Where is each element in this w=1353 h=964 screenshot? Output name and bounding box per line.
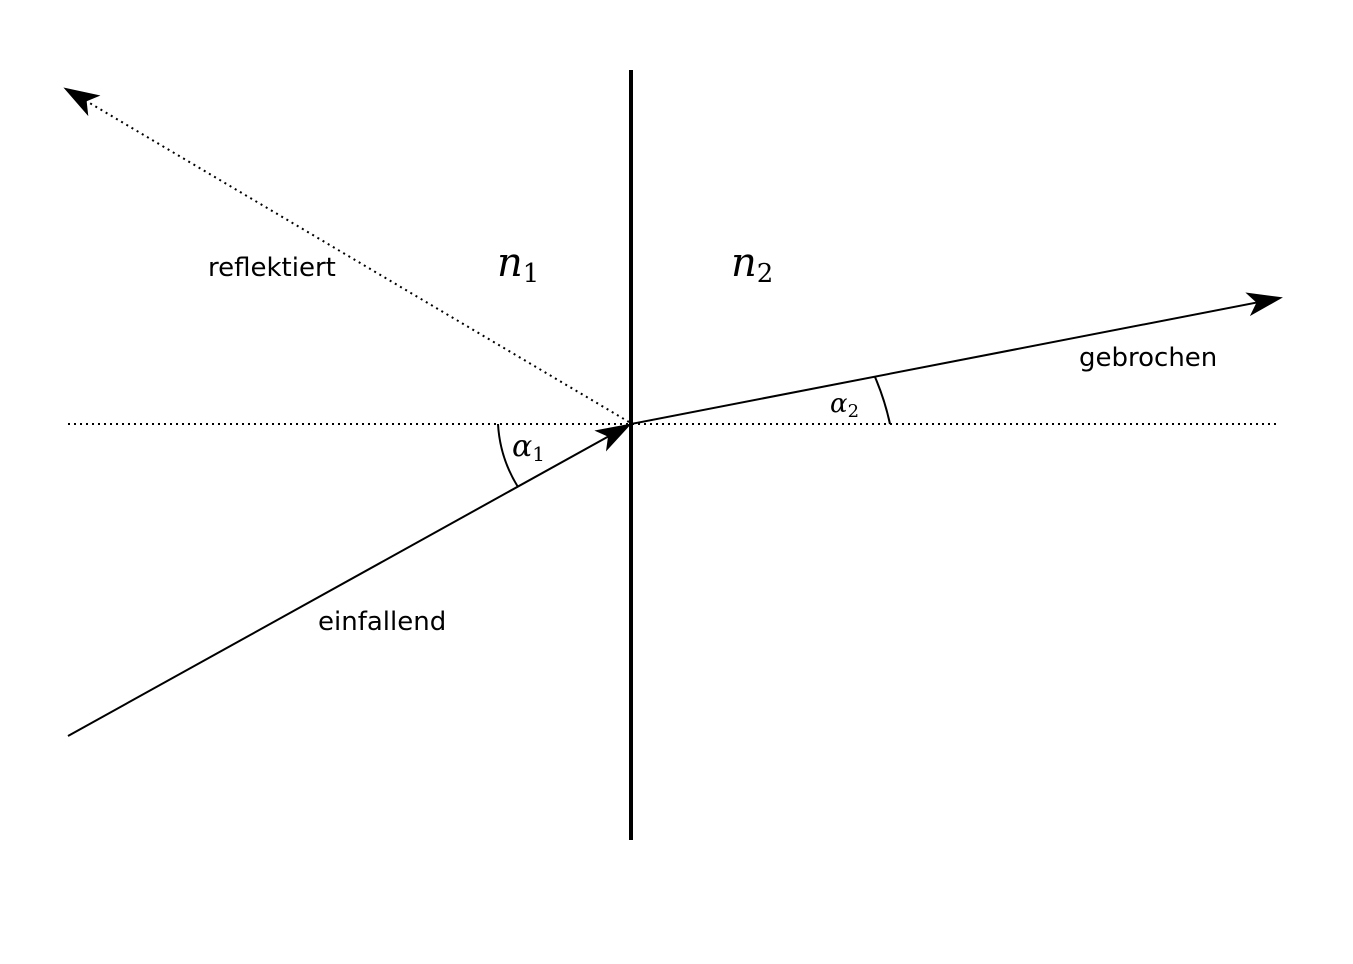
- refracted-angle-label: α2: [830, 389, 859, 422]
- medium-left-symbol: n: [497, 240, 523, 286]
- incident-angle-symbol: α: [512, 429, 532, 464]
- refracted-angle-arc: [874, 376, 891, 425]
- medium-right-subscript: 2: [757, 259, 774, 289]
- reflected-label: reflektiert: [208, 253, 336, 283]
- refracted-angle-symbol: α: [830, 389, 848, 419]
- refracted-ray: [630, 292, 1283, 425]
- medium-right-label: n2: [731, 240, 773, 289]
- medium-left-label: n1: [497, 240, 539, 289]
- incident-ray: [67, 423, 632, 737]
- refracted-angle-subscript: 2: [848, 401, 859, 422]
- reflected-ray: [63, 87, 630, 423]
- incident-label: einfallend: [318, 607, 446, 637]
- incident-angle-subscript: 1: [532, 442, 545, 466]
- refracted-label: gebrochen: [1079, 343, 1217, 373]
- medium-left-subscript: 1: [523, 259, 540, 289]
- incident-angle-arc: [497, 423, 519, 488]
- medium-right-symbol: n: [731, 240, 757, 286]
- incident-angle-label: α1: [512, 429, 545, 466]
